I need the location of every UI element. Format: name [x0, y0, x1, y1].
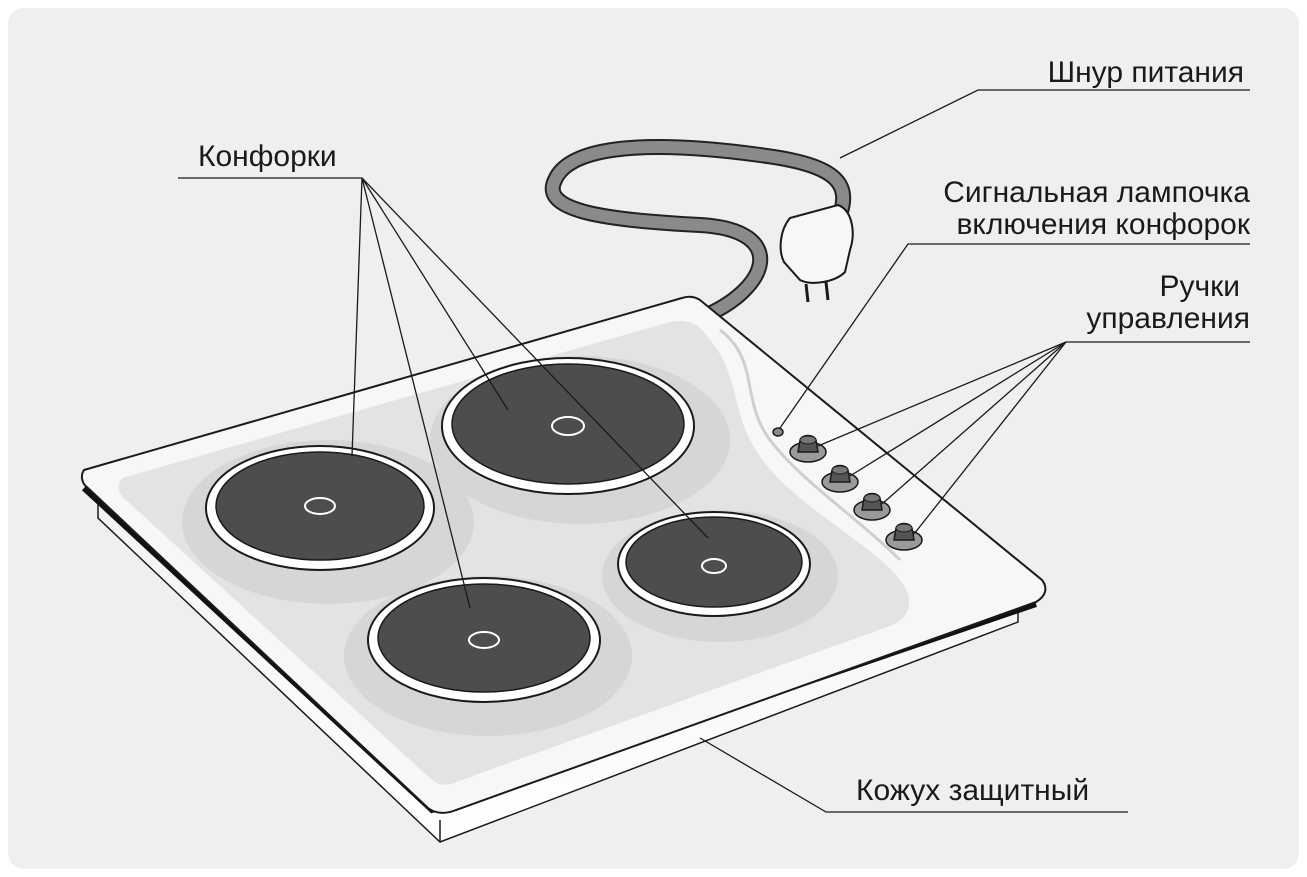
label-knobs-line2: управления: [1086, 302, 1250, 335]
control-knob-2: [821, 464, 859, 493]
leader-lines: [178, 89, 1250, 813]
indicator-lamp: [772, 427, 784, 437]
burners-leader-3: [361, 177, 471, 609]
label-power-cord: Шнур питания: [1047, 56, 1244, 89]
burner-rear-right: [430, 356, 730, 524]
burner-front-left: [344, 576, 632, 736]
label-burners: Конфорки: [198, 140, 337, 173]
knobs-leader-2: [849, 341, 1067, 477]
label-casing: Кожух защитный: [856, 774, 1090, 807]
burners-leader-1: [351, 177, 363, 457]
burners-leader-4: [361, 177, 709, 539]
burner-front-right: [602, 510, 838, 642]
label-indicator-line1: Сигнальная лампочка: [943, 176, 1250, 209]
control-knob-4: [885, 522, 923, 551]
label-knobs-line1: Ручки: [1159, 270, 1240, 303]
casing-leader: [699, 737, 1128, 813]
knobs-leader-1: [817, 341, 1067, 447]
knobs-leader-4: [913, 341, 1067, 535]
power-cord-leader: [839, 89, 1250, 159]
power-plug: [779, 203, 854, 303]
knobs-leader-3: [881, 341, 1067, 505]
power-cord: [544, 139, 852, 326]
control-knob-3: [853, 492, 891, 521]
label-indicator-line2: включения конфорок: [956, 208, 1250, 241]
indicator-leader: [779, 243, 1250, 429]
burners-leader-2: [361, 177, 509, 411]
control-knob-1: [789, 434, 827, 463]
burner-rear-left: [182, 440, 474, 604]
